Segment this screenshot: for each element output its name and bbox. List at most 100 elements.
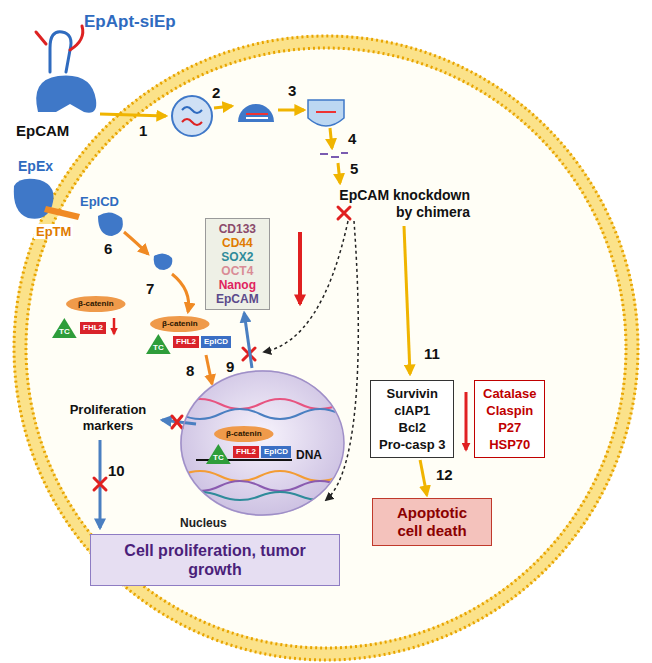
endosome [172, 96, 212, 136]
endosome [182, 119, 202, 125]
outcome-box-text: Cell proliferation, tumor growth [107, 541, 323, 579]
domain-label: EpICD [80, 194, 119, 209]
tcf-triangle-text: TC [213, 453, 224, 463]
nucleus-outline [180, 370, 345, 516]
tcf-triangle: TC [206, 444, 231, 464]
dna-label: DNA [296, 448, 322, 462]
dotted-effect-line [264, 221, 358, 500]
fhl2-box: FHL2 [173, 336, 199, 348]
connector-arrow [420, 460, 427, 495]
epicd-box: EpICD [201, 336, 231, 348]
callout-number: 2 [212, 84, 220, 101]
dotted-effect-line [264, 221, 348, 352]
downregulation-arrow [465, 392, 468, 450]
triangle-shape [206, 444, 231, 464]
epicd-box: EpICD [261, 446, 291, 458]
outcome-box-text: Apoptotic cell death [383, 504, 481, 540]
uptake-arrows [278, 109, 304, 112]
dicer-complex [238, 104, 274, 122]
beta-catenin: β-catenin [150, 316, 210, 332]
beta-catenin: β-catenin [66, 296, 126, 312]
epicd-domain [154, 253, 173, 270]
block-cross [338, 207, 350, 219]
dicer-complex [238, 104, 274, 122]
outcome-box: Apoptotic cell death [372, 498, 492, 546]
epicd-box-text: EpICD [204, 337, 228, 347]
signalling-arrows [172, 274, 189, 312]
callout-number: 12 [436, 466, 453, 483]
block-cross [94, 478, 106, 490]
chimera-label: EpApt-siEp [84, 12, 176, 32]
cleaved-mrna [320, 153, 348, 157]
marker-label: Proliferation markers [58, 402, 158, 434]
tcf-triangle-text: TC [59, 327, 70, 337]
endosome [182, 107, 202, 113]
protein-label: EpCAM [16, 122, 69, 139]
callout-number: 4 [348, 130, 356, 147]
callout-number: 3 [288, 82, 296, 99]
beta-catenin-text: β-catenin [162, 319, 198, 329]
marker-box-text: CD133 [216, 222, 259, 236]
callout-number: 7 [146, 280, 154, 297]
signalling-arrows [206, 355, 212, 384]
protein-box-text: Claspin [483, 402, 536, 419]
callout-number: 9 [226, 358, 234, 375]
protein-box-text: Pro-casp 3 [379, 436, 445, 453]
marker-box-text: OCT4 [216, 264, 259, 278]
risc-complex [316, 111, 336, 113]
step-label: EpCAM knockdown by chimera [322, 187, 470, 221]
signalling-arrows [124, 232, 212, 384]
callout-number: 6 [104, 240, 112, 257]
signalling-arrows [124, 232, 148, 254]
risc-complex [308, 100, 344, 126]
fhl2-box: FHL2 [233, 446, 259, 458]
nucleus-outline [181, 371, 344, 515]
nucleus-text: Nucleus [180, 516, 345, 530]
protein-box-text: cIAP1 [379, 402, 445, 419]
cell-membrane [20, 42, 632, 654]
aptamer-chimera [50, 32, 71, 72]
marker-box: CD133CD44SOX2OCT4NanogEpCAM [205, 218, 270, 310]
protein-box-text: Catalase [483, 385, 536, 402]
domain-label: EpEx [18, 158, 53, 174]
risc-complex [308, 100, 344, 126]
eptm-domain [44, 206, 80, 220]
oval-shape [150, 316, 210, 332]
callout-number: 5 [350, 160, 358, 177]
cell-membrane [26, 48, 626, 648]
epicd-domain [98, 212, 123, 236]
nucleus-fill [180, 399, 380, 409]
block-cross [94, 207, 350, 490]
protein-box-text: Bcl2 [379, 419, 445, 436]
uptake-arrows [330, 128, 332, 148]
callout-number: 8 [186, 362, 194, 379]
beta-catenin-text: β-catenin [78, 299, 114, 309]
beta-catenin-text: β-catenin [226, 429, 262, 439]
uptake-arrows [214, 106, 232, 108]
protein-box: SurvivincIAP1Bcl2Pro-casp 3 [370, 380, 454, 458]
marker-box-text: SOX2 [216, 250, 259, 264]
nucleus-fill [180, 481, 380, 491]
protein-box-text: Survivin [379, 385, 445, 402]
dicer-complex [246, 117, 268, 119]
uptake-arrows [338, 163, 340, 183]
callout-number: 1 [139, 122, 147, 139]
aptamer-chimera [70, 26, 83, 50]
marker-box-text: EpCAM [216, 292, 259, 306]
oval-shape [66, 296, 126, 312]
fhl2-box-text: FHL2 [176, 337, 196, 347]
fhl2-box-text: FHL2 [83, 323, 103, 333]
protein-box: CatalaseClaspinP27HSP70 [474, 380, 545, 458]
block-cross [172, 416, 182, 428]
downregulation-arrow [113, 318, 116, 334]
tcf-triangle-text: TC [153, 343, 164, 353]
nucleus-fill [180, 370, 344, 516]
uptake-arrows [100, 106, 410, 374]
tcf-triangle: TC [52, 318, 77, 338]
endosome [172, 96, 212, 136]
triangle-shape [146, 334, 171, 354]
triangle-shape [52, 318, 77, 338]
domain-label: EpTM [34, 224, 73, 239]
